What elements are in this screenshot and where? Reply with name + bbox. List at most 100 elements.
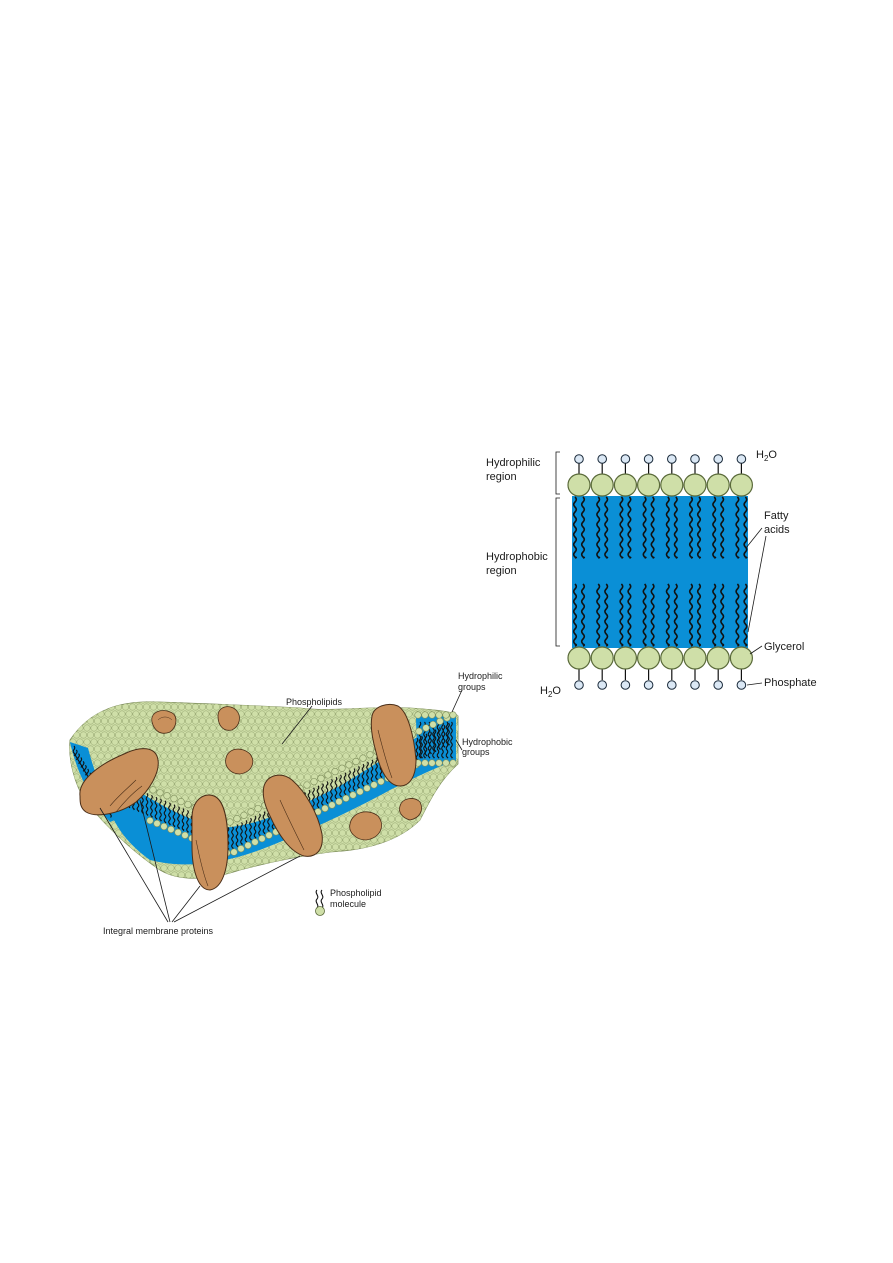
- glycerol-head: [706, 473, 730, 497]
- hydrophobic-groups-leader: [455, 739, 463, 751]
- phospholipid-molecule-icon: [315, 889, 325, 916]
- water-bottom-label: H2O: [540, 685, 561, 699]
- fatty-acids-leader-2: [747, 535, 767, 633]
- phosphate-head: [713, 680, 724, 690]
- fatty-acids-leader-1: [745, 527, 763, 549]
- fatty-acid-tail: [619, 496, 624, 559]
- fatty-acid-tail: [720, 583, 725, 647]
- glycerol-head: [613, 473, 638, 497]
- phospholipids-label: Phospholipids: [286, 697, 343, 707]
- glycerol-head: [590, 473, 614, 497]
- phosphate-head: [597, 454, 608, 464]
- fatty-acid-tail: [627, 583, 632, 647]
- fatty-acid-tail: [650, 583, 655, 647]
- bilayer-fatty-acid-tails: [572, 496, 748, 647]
- fatty-acid-tail: [619, 583, 624, 647]
- surface-protein-5: [399, 798, 422, 821]
- integral-protein-4: [370, 703, 417, 787]
- bilayer-section: Hydrophilic region Hydrophobic region H2…: [486, 449, 817, 699]
- integral-protein-2: [191, 794, 229, 891]
- hydrophilic-groups-label-1: Hydrophilic: [458, 671, 503, 681]
- glycerol-head: [683, 646, 707, 670]
- surface-protein-3: [225, 748, 254, 775]
- fatty-acid-tail: [596, 496, 601, 559]
- phospholipid-molecule-label-1: Phospholipid: [330, 888, 382, 898]
- glycerol-head: [636, 646, 661, 670]
- fatty-acid-tail: [580, 583, 586, 647]
- hydrophilic-groups-leader: [451, 689, 463, 713]
- fatty-acid-tail: [720, 496, 725, 559]
- phosphate-head: [690, 680, 700, 690]
- hydrophobic-groups-label-2: groups: [462, 747, 490, 757]
- glycerol-head: [729, 646, 754, 670]
- fatty-acids-label-1: Fatty: [764, 510, 789, 522]
- integral-proteins-leader-1: [99, 807, 169, 923]
- phosphate-head: [597, 680, 608, 690]
- hydrophilic-bracket: [555, 451, 560, 495]
- phosphate-head: [643, 680, 654, 690]
- bilayer-bottom-layer: [567, 646, 754, 690]
- phospholipids-leader: [281, 705, 313, 745]
- glycerol-head: [613, 646, 638, 670]
- phosphate-head: [736, 454, 747, 464]
- water-top-label: H2O: [756, 449, 777, 463]
- phosphate-head: [620, 454, 631, 464]
- glycerol-head: [729, 473, 754, 497]
- hydrophilic-region-label-2: region: [486, 471, 517, 483]
- glycerol-head: [567, 473, 591, 497]
- phosphate-leader: [746, 682, 763, 686]
- integral-protein-1: [79, 748, 159, 816]
- glycerol-leader: [749, 645, 763, 655]
- phosphate-head: [620, 680, 631, 690]
- hydrophobic-bracket: [555, 497, 560, 647]
- fatty-acid-tail: [650, 496, 655, 559]
- glycerol-head: [660, 473, 684, 497]
- glycerol-head: [590, 646, 614, 670]
- phosphate-head: [643, 454, 654, 464]
- phosphate-head: [667, 454, 677, 464]
- fatty-acid-tail: [665, 583, 670, 647]
- fatty-acid-tail: [572, 583, 578, 647]
- fatty-acid-tail: [688, 583, 694, 647]
- fatty-acid-tail: [642, 583, 647, 647]
- surface-protein-4: [349, 811, 382, 841]
- glycerol-head: [567, 646, 591, 670]
- fatty-acid-tail: [673, 583, 678, 647]
- hydrophilic-region-label-1: Hydrophilic: [486, 457, 541, 469]
- integral-protein-3: [262, 774, 323, 857]
- glycerol-label: Glycerol: [764, 641, 804, 653]
- phosphate-label: Phosphate: [764, 677, 817, 689]
- fatty-acid-tail: [696, 496, 702, 559]
- fatty-acid-tail: [743, 496, 748, 559]
- fatty-acid-tail: [604, 583, 609, 647]
- surface-protein-2: [217, 706, 240, 731]
- fatty-acid-tail: [688, 496, 694, 559]
- phosphate-head: [667, 680, 677, 690]
- integral-proteins-leader-4: [173, 855, 301, 923]
- hydrophobic-groups-label-1: Hydrophobic: [462, 737, 513, 747]
- membrane-sheet: Phospholipids Hydrophilic groups Hydroph…: [69, 671, 513, 936]
- fatty-acid-tail: [642, 496, 647, 559]
- glycerol-head: [636, 473, 661, 497]
- phosphate-head: [574, 454, 584, 464]
- fatty-acid-tail: [712, 496, 717, 559]
- fatty-acid-tail: [580, 496, 586, 559]
- fatty-acid-tail: [743, 583, 748, 647]
- hydrophobic-region-label-2: region: [486, 565, 517, 577]
- fatty-acids-label-2: acids: [764, 524, 790, 536]
- integral-proteins-leader-2: [139, 799, 171, 923]
- phosphate-head: [574, 680, 584, 690]
- surface-protein-1: [151, 710, 177, 734]
- glycerol-head: [706, 646, 730, 670]
- phosphate-head: [690, 454, 700, 464]
- fatty-acid-tail: [696, 583, 702, 647]
- fatty-acid-tail: [627, 496, 632, 559]
- fatty-acid-tail: [665, 496, 670, 559]
- bilayer-top-layer: [567, 454, 754, 497]
- fatty-acid-tail: [604, 496, 609, 559]
- fatty-acid-tail: [735, 583, 740, 647]
- phosphate-head: [736, 680, 747, 690]
- hydrophobic-region-label-1: Hydrophobic: [486, 551, 548, 563]
- integral-membrane-proteins-label: Integral membrane proteins: [103, 926, 214, 936]
